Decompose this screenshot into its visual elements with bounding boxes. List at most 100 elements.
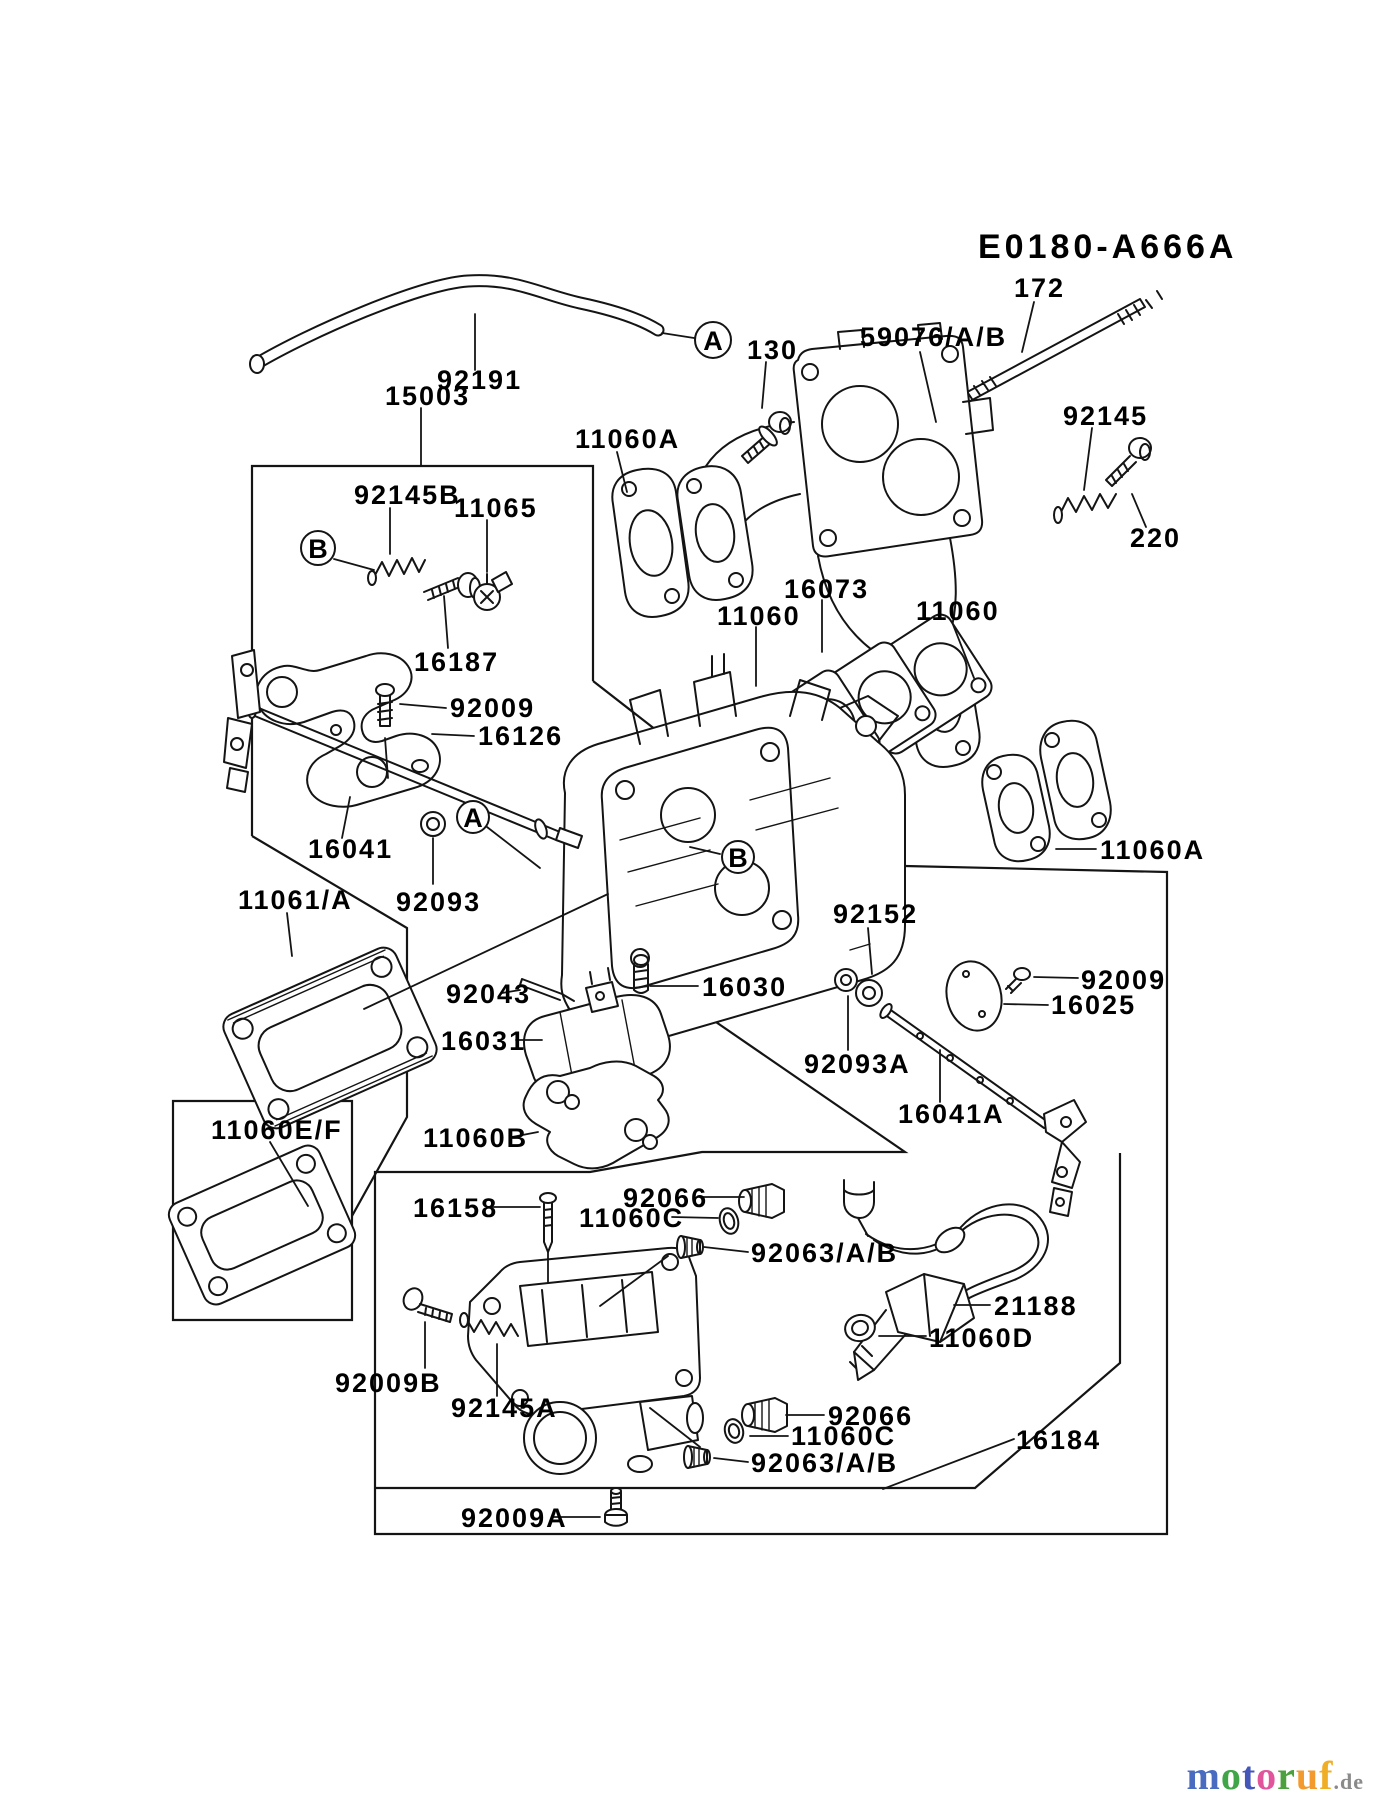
gasket-hole bbox=[370, 955, 393, 978]
washer-inner bbox=[862, 986, 876, 1000]
part-label-92066-t: 92066 bbox=[623, 1183, 708, 1213]
pilot-screw-head bbox=[539, 1192, 557, 1204]
bowl-screw bbox=[610, 1491, 622, 1513]
flange-gasket-port bbox=[1055, 752, 1095, 808]
part-label-16031: 16031 bbox=[441, 1026, 526, 1056]
part-label-92009-2: 92009 bbox=[1081, 965, 1166, 995]
callout-letter: A bbox=[463, 803, 483, 833]
main-jet-tip bbox=[703, 1449, 711, 1465]
part-label-11061a: 11061/A bbox=[238, 885, 353, 915]
manifold-outlet-port bbox=[694, 503, 736, 563]
choke-shaft-bracket bbox=[1051, 1141, 1081, 1189]
choke-shaft-hole bbox=[916, 1032, 924, 1040]
gasket-opening bbox=[257, 983, 403, 1093]
watermark-suffix: .de bbox=[1333, 1769, 1364, 1794]
spring bbox=[465, 1317, 519, 1337]
part-label-92043: 92043 bbox=[446, 979, 531, 1009]
shaft-lever-hole bbox=[240, 663, 254, 677]
carburetor-top-detail bbox=[629, 653, 899, 745]
float-bowl-cavity bbox=[519, 1271, 659, 1347]
bolt-shaft bbox=[1105, 455, 1137, 487]
part-label-92009a: 92009A bbox=[461, 1503, 568, 1533]
fork-terminal bbox=[843, 1179, 875, 1237]
callout-b1: B bbox=[300, 530, 336, 566]
fuel-hose bbox=[249, 274, 665, 371]
gasket-hatching bbox=[227, 949, 433, 1127]
manifold-hole bbox=[819, 529, 837, 547]
screw-shaft bbox=[417, 1303, 453, 1323]
callout-circle bbox=[694, 321, 732, 359]
solenoid-tip bbox=[853, 1351, 875, 1381]
flange-gasket bbox=[1039, 719, 1112, 841]
float-bowl-hole bbox=[675, 1369, 693, 1387]
pan-screw-tip bbox=[1005, 978, 1022, 994]
spring-end bbox=[1053, 506, 1063, 524]
solenoid-wires bbox=[865, 1203, 1049, 1315]
choke-disc-hole bbox=[978, 1010, 986, 1018]
flange-gasket-hole bbox=[664, 588, 680, 604]
gasket-hole bbox=[208, 1276, 229, 1297]
carburetor-detail-lines bbox=[589, 777, 871, 1013]
fuel-hose-inner bbox=[251, 276, 663, 369]
drain-plug-face bbox=[738, 1189, 752, 1213]
shaft-lever bbox=[231, 649, 261, 719]
part-label-59076: 59076/A/B bbox=[860, 322, 1007, 352]
part-label-92063-b: 92063/A/B bbox=[751, 1448, 898, 1478]
fuel-hose-end bbox=[249, 354, 265, 374]
flange-gasket-port bbox=[997, 782, 1035, 834]
part-label-11060-l: 11060 bbox=[717, 601, 801, 631]
float-pin bbox=[519, 978, 575, 1002]
manifold-hole bbox=[941, 345, 959, 363]
drain-plug-face bbox=[741, 1403, 755, 1427]
manifold-tabs bbox=[837, 322, 994, 435]
spring bbox=[1059, 493, 1117, 515]
part-label-11060d: 11060D bbox=[929, 1323, 1034, 1353]
float-bowl-hole bbox=[511, 1389, 529, 1407]
bowl-group-inner-box bbox=[375, 1153, 1122, 1490]
carburetor-flange bbox=[600, 726, 800, 990]
part-label-11060b: 11060B bbox=[423, 1123, 528, 1153]
manifold-hole bbox=[955, 740, 971, 756]
callout-letter: B bbox=[728, 843, 748, 873]
leader-lines bbox=[269, 301, 1147, 1518]
bowl-gasket-hole bbox=[564, 1094, 580, 1110]
part-label-11060a: 11060A bbox=[575, 424, 680, 454]
carburetor-knob bbox=[855, 715, 877, 737]
callout-b2: B bbox=[721, 840, 755, 874]
throttle-shaft-clevis bbox=[555, 827, 583, 849]
flange-gasket-hole bbox=[1091, 812, 1107, 828]
callout-circle bbox=[456, 800, 490, 834]
manifold-hole bbox=[686, 478, 702, 494]
choke-shaft bbox=[883, 1007, 1049, 1129]
shaft-lever bbox=[226, 767, 249, 793]
throttle-stop-tab bbox=[491, 571, 513, 593]
pilot-screw bbox=[543, 1202, 553, 1253]
throttle-stop-cross bbox=[480, 573, 494, 604]
gasket-hole bbox=[326, 1223, 347, 1244]
part-label-11065: 11065 bbox=[454, 493, 538, 523]
part-label-16073: 16073 bbox=[784, 574, 869, 604]
washer bbox=[855, 979, 883, 1007]
part-label-92009b: 92009B bbox=[335, 1368, 442, 1398]
manifold-bore bbox=[821, 385, 899, 463]
spring bbox=[373, 557, 426, 578]
gasket-hole bbox=[267, 1098, 290, 1121]
stud-bolt bbox=[957, 290, 1163, 406]
part-label-172: 172 bbox=[1014, 273, 1065, 303]
drain-plug-threads bbox=[754, 1399, 770, 1432]
drain-plug-threads bbox=[751, 1185, 767, 1218]
part-label-16184: 16184 bbox=[1016, 1425, 1101, 1455]
flange-gasket-hole bbox=[986, 764, 1002, 780]
shaft-washer-inner bbox=[426, 817, 440, 831]
o-ring-inner bbox=[722, 1212, 736, 1230]
bolt-washer bbox=[758, 425, 778, 447]
choke-shaft-hole bbox=[976, 1076, 984, 1084]
main-jet-threads bbox=[686, 1237, 693, 1258]
bolt-head-face bbox=[1139, 443, 1151, 461]
part-label-92145b: 92145B bbox=[354, 480, 461, 510]
bowl-gasket bbox=[522, 1060, 670, 1170]
part-label-11060c-b: 11060C bbox=[791, 1421, 896, 1451]
float-bowl-cylinder-end bbox=[686, 1402, 704, 1434]
choke-disc-hole bbox=[962, 970, 970, 978]
